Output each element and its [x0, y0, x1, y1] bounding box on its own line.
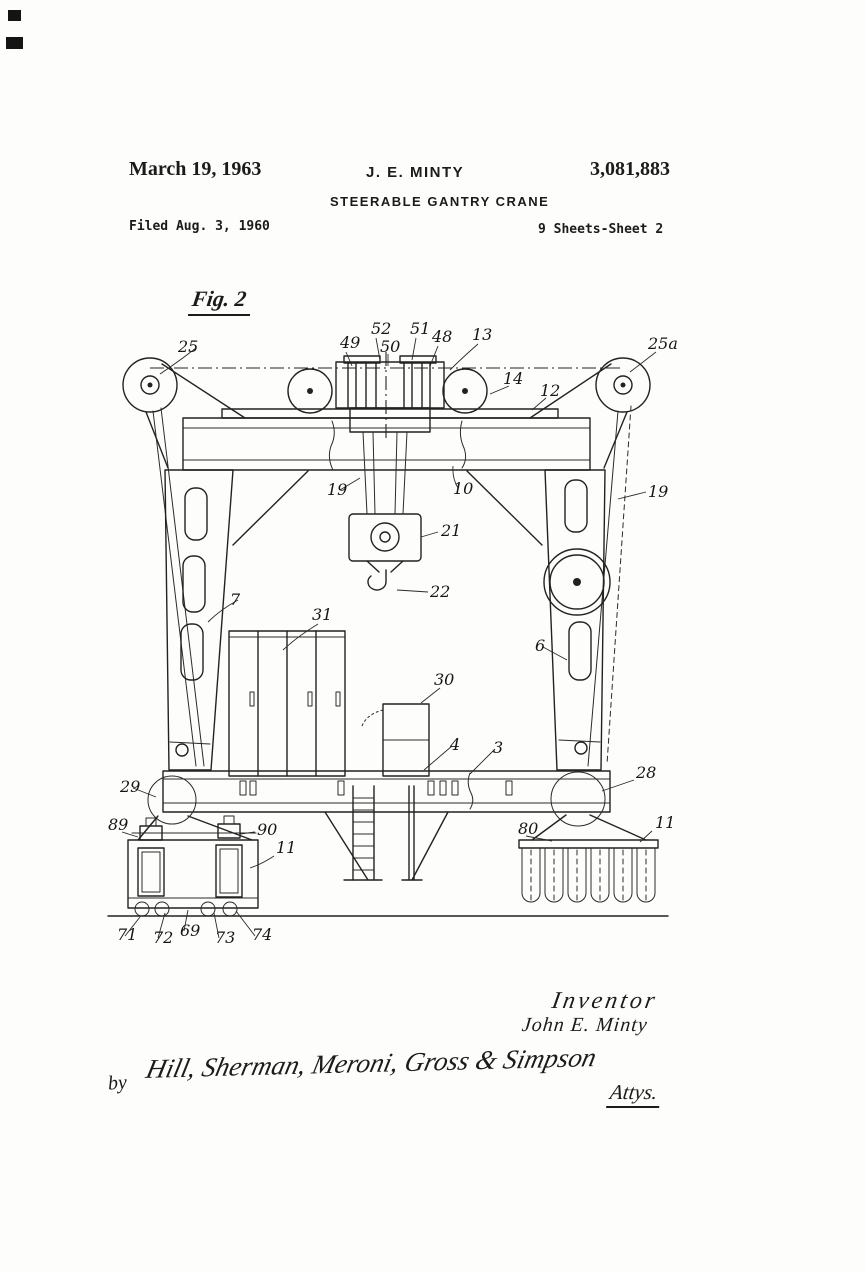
- ref-label-90: 90: [257, 820, 277, 839]
- attys-label: Attys.: [606, 1080, 664, 1108]
- inventor-name-header: J. E. MINTY: [366, 164, 465, 181]
- ref-label-69: 69: [180, 921, 200, 940]
- ref-label-25: 25: [177, 337, 198, 356]
- ref-label-51: 51: [410, 319, 430, 338]
- ref-label-29: 29: [119, 777, 140, 796]
- ref-label-3: 3: [493, 738, 503, 757]
- inventor-signature: John E. Minty: [520, 1014, 649, 1036]
- hook-block: [348, 513, 422, 573]
- steering-pivot-left: [147, 775, 197, 825]
- left-wheel-bogie: [127, 815, 259, 917]
- patent-number: 3,081,883: [590, 158, 670, 180]
- ref-label-49: 49: [339, 333, 360, 352]
- ref-label-22: 22: [429, 582, 450, 601]
- ref-label-31: 31: [312, 605, 332, 624]
- ref-label-11: 11: [276, 838, 296, 857]
- steering-pivot-right: [550, 771, 606, 827]
- ref-label-52: 52: [371, 319, 391, 338]
- ref-label-4: 4: [449, 735, 460, 754]
- ref-label-19: 19: [327, 480, 347, 499]
- scan-artifact: [6, 10, 23, 49]
- ref-label-28: 28: [635, 763, 656, 782]
- by-label: by: [107, 1071, 128, 1095]
- ref-label-19: 19: [648, 482, 668, 501]
- patent-title: STEERABLE GANTRY CRANE: [330, 194, 550, 209]
- sheet-info: 9 Sheets-Sheet 2: [538, 222, 664, 237]
- ref-label-72: 72: [153, 928, 173, 947]
- left-leg: [164, 469, 234, 771]
- hoist-ropes: [362, 431, 408, 515]
- hoist-trolley: [287, 355, 488, 433]
- ref-label-14: 14: [503, 369, 523, 388]
- leader-lines: [121, 337, 657, 939]
- ref-label-21: 21: [440, 521, 461, 540]
- ref-label-71: 71: [117, 925, 137, 944]
- ref-label-10: 10: [453, 479, 473, 498]
- ref-label-6: 6: [535, 636, 545, 655]
- ref-label-12: 12: [540, 381, 560, 400]
- base-beam: [162, 770, 611, 813]
- ref-label-80: 80: [518, 819, 538, 838]
- ref-label-74: 74: [252, 925, 272, 944]
- ref-label-30: 30: [434, 670, 454, 689]
- control-cabinet: [228, 630, 346, 777]
- equipment-box: [361, 703, 430, 777]
- ref-label-48: 48: [431, 327, 452, 346]
- patent-date: March 19, 1963: [129, 158, 262, 180]
- ref-label-11: 11: [655, 813, 675, 832]
- centerlines: [150, 352, 623, 442]
- girder-gussets: [232, 470, 543, 546]
- crane-hook: [367, 569, 387, 591]
- ref-label-50: 50: [380, 337, 400, 356]
- ref-label-25a: 25a: [647, 334, 678, 353]
- filed-date: Filed Aug. 3, 1960: [129, 219, 270, 234]
- ref-label-7: 7: [230, 590, 241, 609]
- ladder: [324, 785, 449, 881]
- ref-label-13: 13: [472, 325, 492, 344]
- right-leg: [543, 469, 611, 771]
- right-wheel-group: [518, 814, 659, 903]
- inventor-caption: Inventor: [549, 988, 660, 1014]
- ref-label-73: 73: [215, 928, 235, 947]
- ref-label-89: 89: [108, 815, 128, 834]
- main-girder: [182, 408, 591, 471]
